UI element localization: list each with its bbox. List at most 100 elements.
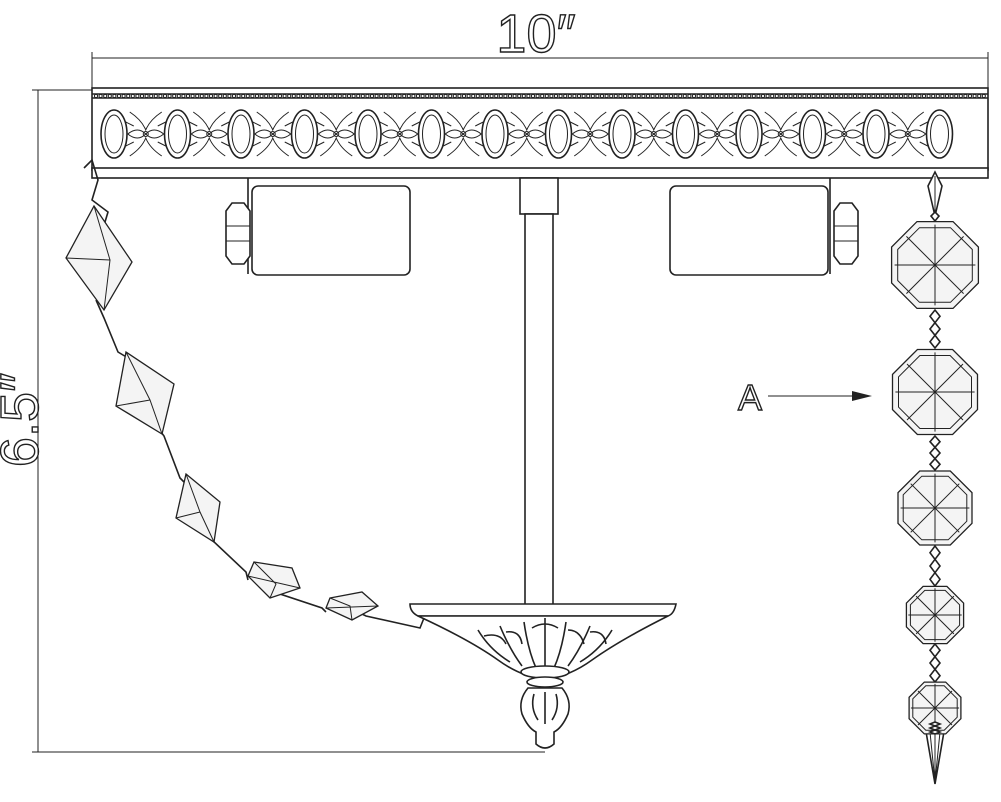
- bead: [811, 93, 816, 99]
- bead: [793, 93, 798, 99]
- bead: [963, 93, 968, 99]
- bead: [333, 93, 338, 99]
- bead: [770, 93, 775, 99]
- bead: [323, 93, 329, 99]
- bead: [457, 93, 462, 99]
- bead: [530, 93, 536, 99]
- bead: [107, 93, 112, 99]
- bead: [471, 93, 476, 99]
- bead: [365, 93, 370, 99]
- bead: [756, 93, 761, 99]
- bead: [917, 93, 922, 99]
- bead: [751, 93, 756, 99]
- bead: [765, 93, 770, 99]
- bead: [931, 93, 936, 99]
- bead: [185, 93, 191, 99]
- bead: [443, 93, 448, 99]
- bead: [126, 93, 131, 99]
- bead: [816, 93, 821, 99]
- bead: [912, 93, 917, 99]
- bead: [967, 93, 973, 99]
- bead: [935, 93, 940, 99]
- bead: [190, 93, 195, 99]
- ornament-oval: [862, 109, 890, 159]
- bead: [862, 93, 867, 99]
- bead: [521, 93, 526, 99]
- bead: [540, 93, 545, 99]
- bead: [369, 93, 375, 99]
- bead: [144, 93, 149, 99]
- ornament-oval: [671, 109, 700, 159]
- bead: [641, 93, 646, 99]
- bead: [655, 93, 660, 99]
- bead: [314, 93, 319, 99]
- bead: [857, 93, 862, 99]
- right-socket: [669, 178, 859, 276]
- bead: [627, 93, 632, 99]
- bead: [434, 93, 439, 99]
- bead: [300, 93, 306, 99]
- ornament-leaf: [506, 111, 547, 157]
- bead: [783, 93, 789, 99]
- callout-arrowhead: [852, 391, 872, 401]
- ornament-leaf: [316, 111, 357, 157]
- bead: [351, 93, 356, 99]
- bead: [599, 93, 605, 99]
- ornament-leaf: [760, 111, 801, 157]
- bead: [310, 93, 315, 99]
- crystal-strand: [890, 170, 980, 785]
- bead: [848, 93, 853, 99]
- bead: [103, 93, 108, 99]
- bead: [287, 93, 292, 99]
- bead: [245, 93, 250, 99]
- octagon-crystal: [908, 681, 962, 735]
- bead: [503, 93, 508, 99]
- bead: [691, 93, 697, 99]
- bead: [737, 93, 743, 99]
- connector-beads: [928, 308, 942, 350]
- bead: [167, 93, 172, 99]
- bead: [728, 93, 733, 99]
- bead: [268, 93, 273, 99]
- bead: [484, 93, 490, 99]
- bead: [388, 93, 393, 99]
- bead: [820, 93, 825, 99]
- bead: [535, 93, 540, 99]
- bead: [885, 93, 890, 99]
- bead: [898, 93, 904, 99]
- bead: [779, 93, 784, 99]
- bead: [231, 93, 237, 99]
- ornament-leaf: [125, 111, 166, 157]
- bead: [549, 93, 554, 99]
- ornament-oval: [100, 109, 128, 159]
- ornament-leaf: [379, 111, 420, 157]
- bead: [977, 93, 982, 99]
- bead: [894, 93, 899, 99]
- bead: [825, 93, 830, 99]
- central-stem: [519, 177, 559, 607]
- bead: [590, 93, 595, 99]
- ornament-leaf: [189, 111, 230, 157]
- bead: [609, 93, 614, 99]
- ornament-leaf: [443, 111, 484, 157]
- bead: [466, 93, 471, 99]
- bead: [576, 93, 582, 99]
- bead: [489, 93, 494, 99]
- bead: [112, 93, 117, 99]
- bead: [342, 93, 347, 99]
- bead: [176, 93, 181, 99]
- bead: [227, 93, 232, 99]
- bead: [563, 93, 568, 99]
- ornament-leaf: [887, 111, 928, 157]
- bead: [204, 93, 209, 99]
- bead: [448, 93, 453, 99]
- bead: [250, 93, 255, 99]
- bead: [760, 93, 766, 99]
- bead: [222, 93, 227, 99]
- bead: [724, 93, 729, 99]
- ornament-leaf: [824, 111, 865, 157]
- swag-crystal-5: [325, 591, 380, 621]
- bead: [273, 93, 278, 99]
- left-socket: [225, 178, 411, 276]
